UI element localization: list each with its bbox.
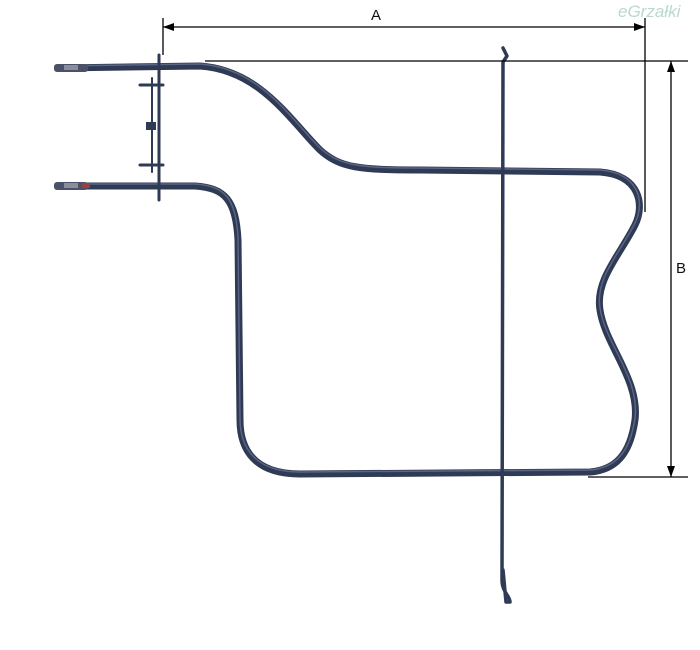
dimension-b-label: B bbox=[676, 260, 686, 277]
dimension-b-arrow-bottom bbox=[667, 466, 675, 477]
dimension-a-arrow-right bbox=[634, 23, 645, 31]
upper-tube-highlight bbox=[59, 63, 641, 473]
watermark-logo: eGrzałki bbox=[618, 2, 682, 21]
dimension-b-arrow-top bbox=[667, 61, 675, 72]
terminal-bottom-tip bbox=[64, 183, 78, 188]
dimension-a bbox=[162, 18, 646, 212]
dimension-a-arrow-left bbox=[163, 23, 174, 31]
dimension-b bbox=[205, 60, 688, 478]
terminal-top-tip bbox=[64, 65, 78, 70]
terminal-bottom-mark bbox=[82, 183, 90, 188]
dimension-a-label: A bbox=[371, 7, 381, 24]
support-bar bbox=[500, 46, 512, 604]
watermark-text: eGrzałki bbox=[618, 2, 682, 21]
heating-element bbox=[54, 46, 643, 604]
